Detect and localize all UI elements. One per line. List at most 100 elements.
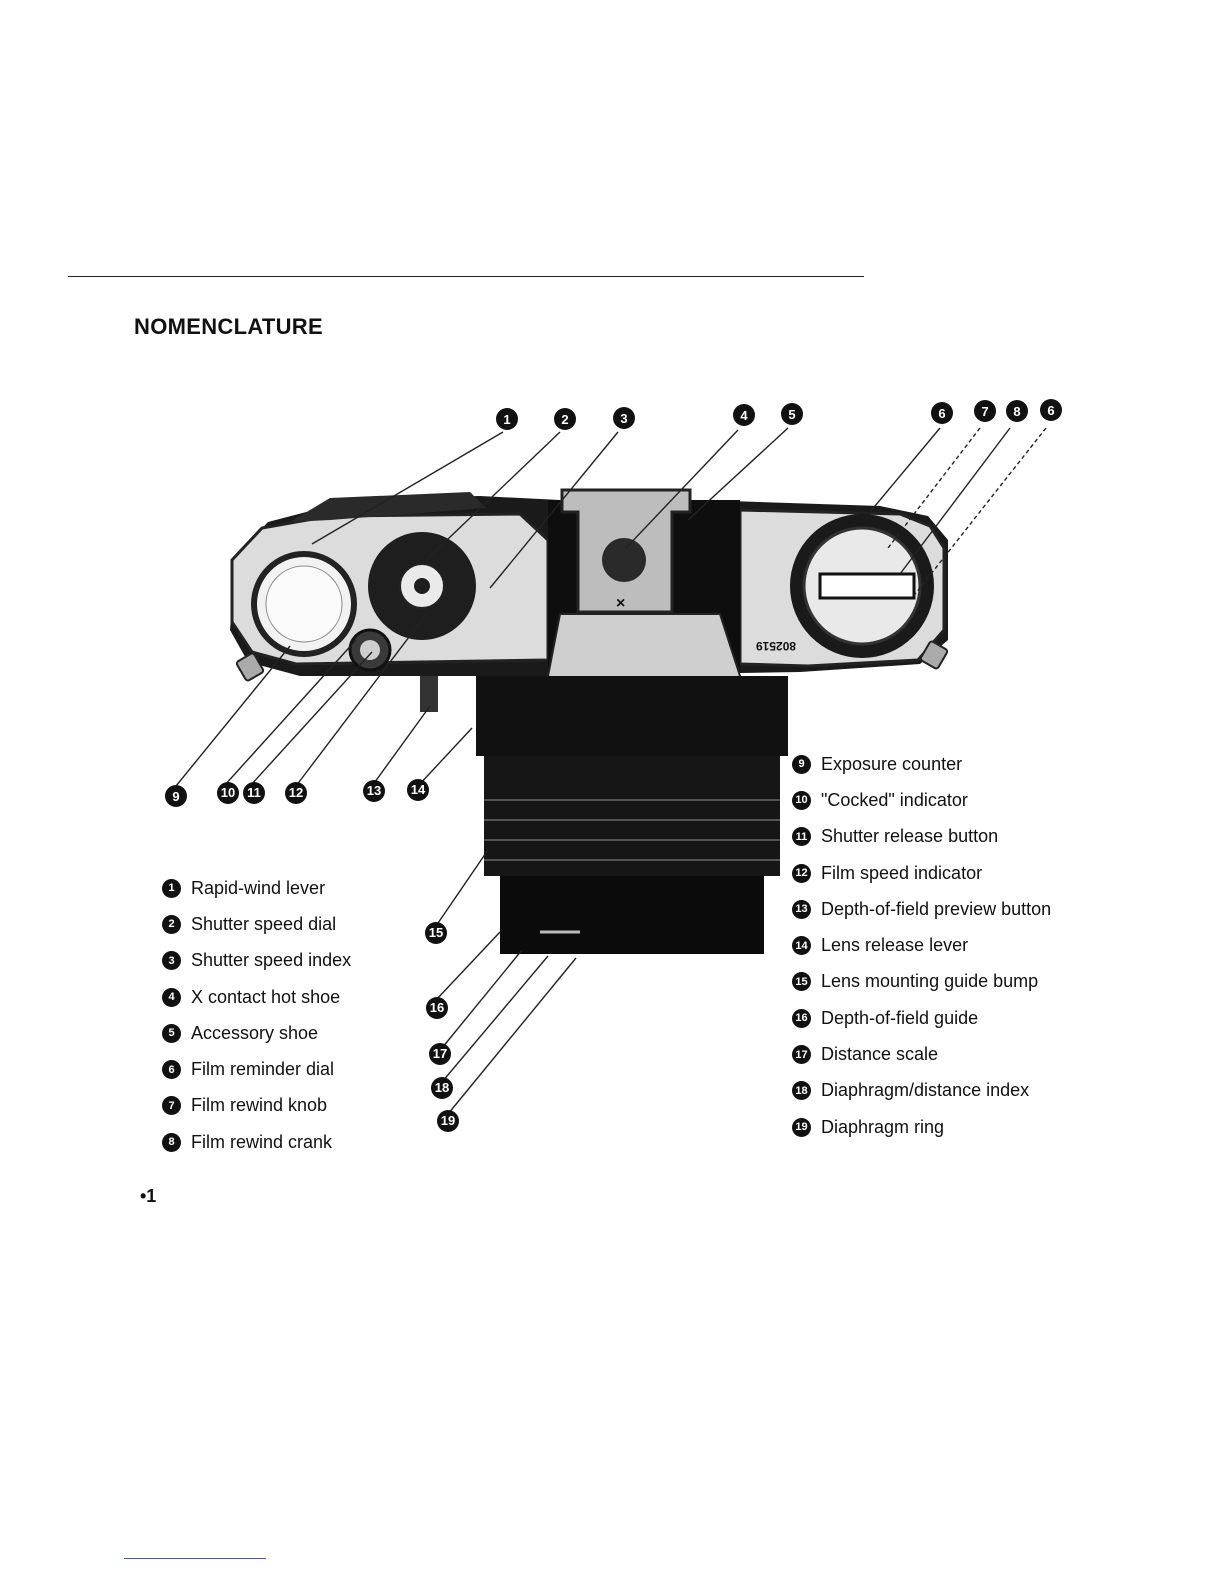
legend-number: 4 (162, 987, 181, 1007)
legend-item: 16 Depth-of-field guide (792, 1000, 1051, 1036)
left-strap-lug (235, 652, 265, 682)
callout-2: 2 (554, 408, 576, 430)
legend-item: 5 Accessory shoe (162, 1015, 351, 1051)
callout-10: 10 (217, 782, 239, 804)
legend-label: Shutter speed dial (191, 913, 337, 934)
legend-number: 7 (162, 1096, 181, 1116)
leader-lines (175, 427, 1047, 1115)
legend-number: 18 (792, 1081, 811, 1101)
legend-label: Film rewind crank (191, 1131, 333, 1152)
legend-number: 1 (162, 878, 181, 898)
legend-label: Film reminder dial (191, 1059, 335, 1080)
legend-number: 16 (792, 1008, 811, 1028)
legend-number: 9 (792, 754, 811, 774)
svg-text:13: 13 (367, 783, 381, 798)
callout-15: 15 (425, 922, 447, 944)
svg-text:1: 1 (503, 412, 510, 427)
page-title: NOMENCLATURE (134, 314, 323, 339)
legend-item: 18 Diaphragm/distance index (792, 1073, 1051, 1109)
legend-label: Shutter speed index (191, 950, 352, 971)
legend-item: 4 X contact hot shoe (162, 979, 351, 1015)
legend-item: 6 Film reminder dial (162, 1051, 351, 1087)
legend-item: 15 Lens mounting guide bump (792, 964, 1051, 1000)
legend-item: 3 Shutter speed index (162, 943, 351, 979)
svg-text:18: 18 (435, 1080, 449, 1095)
callout-markers: 1 2 3 4 5 6 7 8 6 9 10 11 12 13 14 15 16… (165, 399, 1062, 1132)
bottom-rule (124, 1558, 266, 1559)
lens-barrel (476, 676, 788, 756)
legend-number: 11 (792, 827, 811, 847)
lens (476, 676, 788, 954)
top-rule (68, 276, 864, 277)
svg-text:12: 12 (289, 785, 303, 800)
legend-label: Diaphragm/distance index (821, 1080, 1030, 1101)
svg-text:4: 4 (740, 408, 748, 423)
legend-number: 8 (162, 1132, 181, 1152)
svg-text:6: 6 (938, 406, 945, 421)
legend-number: 15 (792, 972, 811, 992)
svg-text:5: 5 (788, 407, 795, 422)
lens-front-ring (500, 876, 764, 954)
page-number: •1 (140, 1186, 157, 1206)
legend-label: Lens mounting guide bump (821, 971, 1039, 992)
svg-text:6: 6 (1047, 403, 1054, 418)
serial-number: 802519 (756, 639, 796, 653)
callout-14: 14 (407, 779, 429, 801)
legend-label: X contact hot shoe (191, 986, 341, 1007)
callout-4: 4 (733, 404, 755, 426)
legend-number: 3 (162, 951, 181, 971)
legend-number: 10 (792, 790, 811, 810)
legend-number: 19 (792, 1117, 811, 1137)
svg-text:19: 19 (441, 1113, 455, 1128)
legend-label: Rapid-wind lever (191, 877, 326, 898)
legend-label: Film speed indicator (821, 862, 983, 883)
svg-text:15: 15 (429, 925, 443, 940)
callout-1: 1 (496, 408, 518, 430)
legend-item: 11 Shutter release button (792, 819, 1051, 855)
camera-top-view: × 802519 (230, 488, 949, 747)
svg-text:17: 17 (433, 1046, 447, 1061)
legend-label: "Cocked" indicator (821, 789, 968, 810)
legend-number: 5 (162, 1023, 181, 1043)
shutter-speed-dial-center (414, 578, 430, 594)
legend-item: 12 Film speed indicator (792, 855, 1051, 891)
callout-3: 3 (613, 407, 635, 429)
svg-text:8: 8 (1013, 404, 1020, 419)
legend-label: Accessory shoe (191, 1022, 319, 1043)
svg-text:7: 7 (981, 404, 988, 419)
callout-18: 18 (431, 1077, 453, 1099)
svg-text:9: 9 (172, 789, 179, 804)
callout-6a: 6 (931, 402, 953, 424)
callout-16: 16 (426, 997, 448, 1019)
svg-text:16: 16 (430, 1000, 444, 1015)
legend-label: Depth-of-field preview button (821, 898, 1052, 919)
legend-label: Distance scale (821, 1044, 939, 1065)
shutter-release-button-top (360, 640, 380, 660)
svg-text:3: 3 (620, 411, 627, 426)
callout-17: 17 (429, 1043, 451, 1065)
diaphragm-ring (484, 756, 780, 876)
x-sync-mark: × (616, 595, 625, 612)
legend-label: Depth-of-field guide (821, 1007, 979, 1028)
callout-7: 7 (974, 400, 996, 422)
lens-grip-ridges (484, 799, 780, 861)
legend-label: Shutter release button (821, 826, 999, 847)
callout-11: 11 (243, 782, 265, 804)
legend-number: 6 (162, 1060, 181, 1080)
legend-number: 14 (792, 936, 811, 956)
callout-8: 8 (1006, 400, 1028, 422)
svg-text:2: 2 (561, 412, 568, 427)
rapid-wind-lever (290, 492, 486, 522)
legend-number: 12 (792, 863, 811, 883)
callout-5: 5 (781, 403, 803, 425)
film-rewind-crank (818, 572, 916, 600)
svg-text:10: 10 (221, 785, 235, 800)
